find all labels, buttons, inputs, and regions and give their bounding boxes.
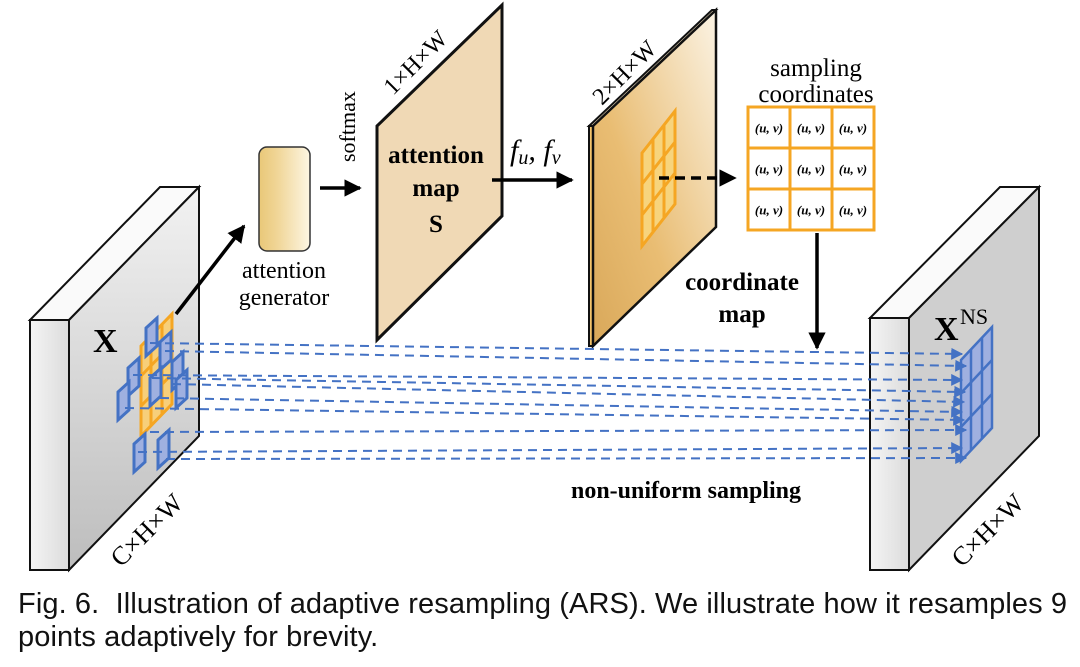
sampling-line (149, 342, 964, 360)
softmax-label: softmax (335, 91, 360, 162)
sampling-line (149, 424, 968, 437)
attention-map-label-2: map (412, 175, 459, 202)
sampling-coordinates-grid: (u, v) (u, v) (u, v) (u, v) (u, v) (u, v) (u, … (746, 105, 876, 232)
deformed-sample-cells (116, 314, 189, 476)
coordinate-cell (830, 187, 876, 232)
svg-text:NS: NS (960, 304, 988, 329)
coordinate-cell-text: (u, v) (755, 203, 783, 218)
attention-map-label-1: attention (388, 142, 484, 169)
offset-functions-label: fu, fv (510, 134, 561, 169)
non-uniform-sampling-lines (124, 342, 968, 465)
arrow-to-generator (174, 224, 246, 316)
input-tensor-label: X (93, 323, 118, 360)
coordinate-cell-text: (u, v) (797, 203, 825, 218)
attention-generator-label-1: attention (242, 258, 326, 284)
sample-cell (116, 378, 131, 424)
sampling-line (159, 397, 964, 418)
sample-cell (132, 430, 147, 476)
sampling-coordinates-title-1: sampling (770, 55, 862, 82)
offset-map-grid (640, 106, 677, 251)
sampling-line (151, 377, 967, 398)
coordinate-map-label-1: coordinate (685, 269, 799, 296)
attention-map-plane (375, 1, 504, 344)
sampling-line (165, 452, 968, 465)
coordinate-map-label-2: map (718, 301, 765, 328)
caption-prefix: Fig. 6. (18, 588, 100, 620)
sampling-line (137, 442, 964, 455)
attention-map-label-3: S (429, 211, 443, 238)
sampling-line (171, 383, 966, 408)
coordinate-cell-text: (u, v) (797, 162, 825, 177)
caption-text: Illustration of adaptive resampling (ARS… (18, 588, 1068, 653)
coordinate-cell-text: (u, v) (755, 121, 783, 136)
attention-generator-label-2: generator (239, 285, 330, 311)
coordinate-cell-text: (u, v) (839, 121, 867, 136)
ars-diagram: X C×H×W attention generator softmax 1×H×… (27, 1, 1042, 573)
coordinate-cell-text: (u, v) (839, 203, 867, 218)
coordinate-cell-text: (u, v) (797, 121, 825, 136)
attention-generator-block (258, 146, 311, 252)
output-tensor-label: X NS (934, 304, 988, 348)
sample-cell (144, 314, 159, 360)
sampling-line (124, 407, 966, 426)
coordinate-cell-text: (u, v) (755, 162, 783, 177)
sampling-coordinates-title-2: coordinates (758, 81, 873, 108)
svg-text:fu, fv: fu, fv (510, 134, 561, 169)
figure-caption: Fig. 6. Illustration of adaptive resampl… (18, 588, 1068, 654)
sampling-line (164, 350, 968, 372)
svg-text:X: X (934, 311, 959, 348)
sampling-line (132, 373, 964, 386)
coordinate-cell-text: (u, v) (839, 162, 867, 177)
non-uniform-sampling-label: non-uniform sampling (571, 478, 801, 504)
